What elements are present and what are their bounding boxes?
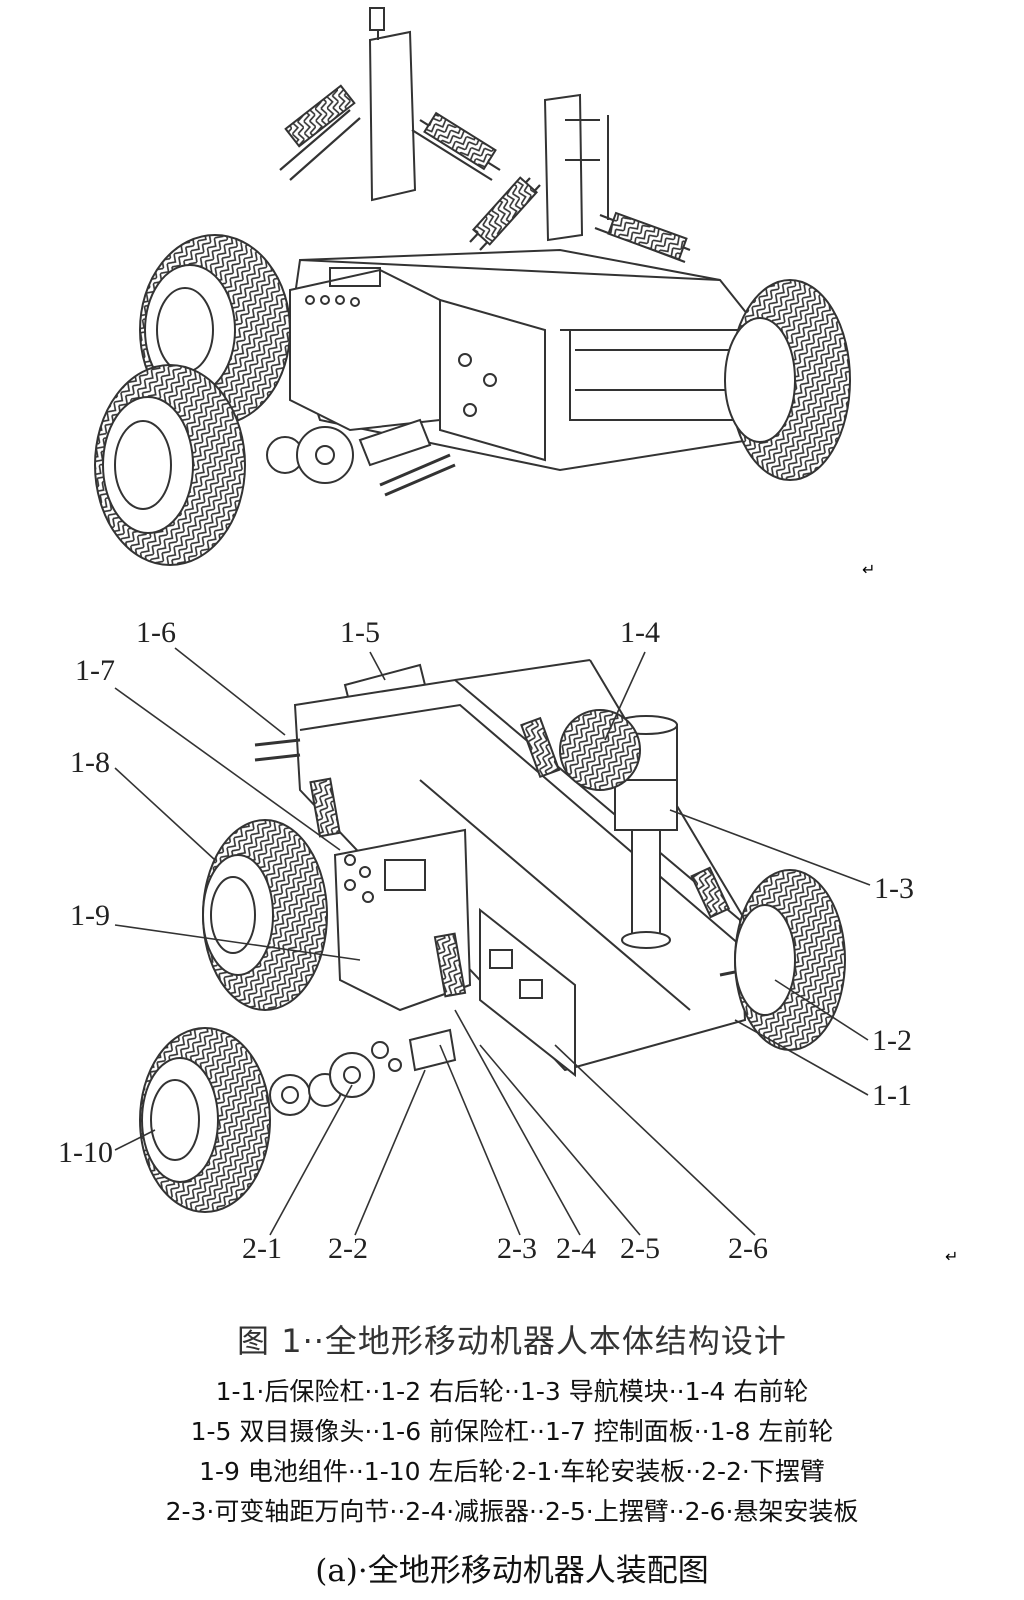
callout-1-1: 1-1 [872,1079,912,1112]
callout-1-3: 1-3 [874,872,914,905]
callout-2-5: 2-5 [620,1232,660,1265]
callout-1-5: 1-5 [340,616,380,649]
wheel-right-front [559,709,641,791]
legend-line-4: 2-3·可变轴距万向节··2-4·减振器··2-5·上摆臂··2-6·悬架安装板 [165,1497,859,1526]
top-wheel-rear-left [139,234,291,426]
paragraph-mark-1: ↵ [862,560,875,579]
top-mast [368,30,417,202]
legend-line-3: 1-9 电池组件··1-10 左后轮·2-1·车轮安装板··2-2·下摆臂 [199,1457,825,1486]
callout-1-4: 1-4 [620,616,660,649]
wheel-left-rear [139,1027,271,1213]
leader-lines [114,647,871,1236]
callout-2-1: 2-1 [242,1232,282,1265]
legend-line-2: 1-5 双目摄像头··1-6 前保险杠··1-7 控制面板··1-8 左前轮 [190,1417,834,1446]
top-wheel-right [724,279,851,481]
callout-2-4: 2-4 [556,1232,596,1265]
top-wheel-front-left [94,364,246,566]
callout-1-7: 1-7 [75,654,115,687]
wheel-right-rear [734,869,846,1051]
callout-1-2: 1-2 [872,1024,912,1057]
callout-2-2: 2-2 [328,1232,368,1265]
top-control-box [289,268,441,432]
parts-legend: 1-1·后保险杠··1-2 右后轮··1-3 导航模块··1-4 右前轮 1-5… [0,1372,1024,1532]
figure-title: 图 1··全地形移动机器人本体结构设计 [237,1322,787,1360]
robot-assembly-figure: ↵ [58,7,958,1266]
bottom-exploded-drawing [139,659,846,1213]
callout-1-8: 1-8 [70,746,110,779]
wheel-left-front [202,819,328,1011]
callout-1-9: 1-9 [70,899,110,932]
callout-2-6: 2-6 [728,1232,768,1265]
figure-subcaption: (a)·全地形移动机器人装配图 [315,1553,709,1589]
legend-line-1: 1-1·后保险杠··1-2 右后轮··1-3 导航模块··1-4 右前轮 [215,1377,809,1406]
top-assembly-drawing [94,7,851,566]
callout-1-10: 1-10 [58,1136,113,1169]
callout-1-6: 1-6 [136,616,176,649]
paragraph-mark-2: ↵ [945,1247,958,1266]
callout-2-3: 2-3 [497,1232,537,1265]
